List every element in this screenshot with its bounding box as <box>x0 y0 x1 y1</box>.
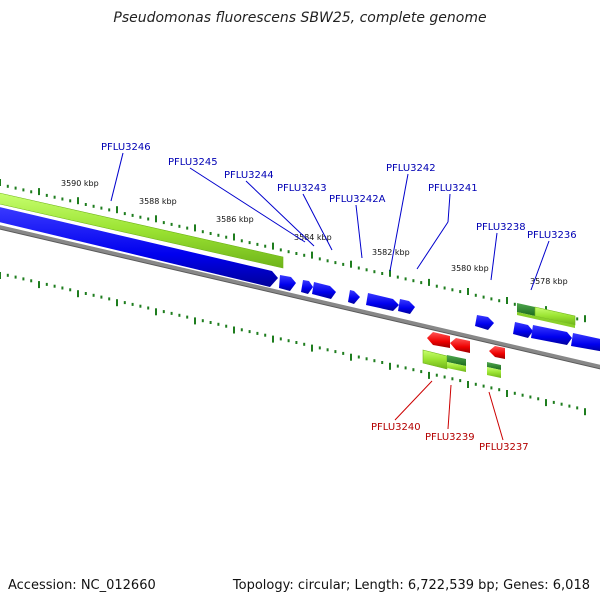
gene-label-pflu3242a[interactable]: PFLU3242A <box>329 194 386 205</box>
accession-text: Accession: NC_012660 <box>8 578 156 593</box>
gene-label-pflu3242[interactable]: PFLU3242 <box>386 163 436 174</box>
gene-arrow-pflu3237b[interactable] <box>513 322 533 338</box>
gene-arrow-pflu3242[interactable] <box>366 293 399 311</box>
kbp-label-3586: 3586 kbp <box>216 215 254 224</box>
gene-label-pflu3245[interactable]: PFLU3245 <box>168 157 218 168</box>
gene-arrow-pflu3246[interactable] <box>0 206 278 287</box>
gene-arrow-pflu3243[interactable] <box>312 282 336 299</box>
kbp-label-3590: 3590 kbp <box>61 179 99 188</box>
feature-bar-pflu3237-dark <box>487 362 501 370</box>
feature-bar-pflu3240 <box>422 349 448 370</box>
kbp-label-3582: 3582 kbp <box>372 248 410 257</box>
gene-label-pflu3239[interactable]: PFLU3239 <box>425 432 475 443</box>
kbp-label-3588: 3588 kbp <box>139 197 177 206</box>
gene-label-pflu3246[interactable]: PFLU3246 <box>101 142 151 153</box>
feature-bar-pflu3237 <box>487 367 501 378</box>
kbp-label-3578: 3578 kbp <box>530 277 568 286</box>
gene-arrow-pflu3240[interactable] <box>427 332 450 348</box>
feature-bar-pflu3246 <box>0 192 284 269</box>
gene-arrow-pflu3236[interactable] <box>531 325 572 345</box>
gene-label-pflu3240[interactable]: PFLU3240 <box>371 422 421 433</box>
genome-summary-text: Topology: circular; Length: 6,722,539 bp… <box>232 578 590 593</box>
feature-bar-pflu3236-dark <box>517 303 535 316</box>
reverse-leader-lines <box>394 380 504 441</box>
kbp-label-3584: 3584 kbp <box>294 233 332 242</box>
gene-label-pflu3244[interactable]: PFLU3244 <box>224 170 274 181</box>
gene-arrow-pflu3244[interactable] <box>301 280 313 294</box>
gene-arrow-next[interactable] <box>571 333 600 352</box>
feature-bar-pflu3239 <box>447 362 466 372</box>
kbp-label-3580: 3580 kbp <box>451 264 489 273</box>
genome-title: Pseudomonas fluorescens SBW25, complete … <box>113 10 487 26</box>
gene-label-pflu3243[interactable]: PFLU3243 <box>277 183 327 194</box>
gene-label-pflu3236[interactable]: PFLU3236 <box>527 230 577 241</box>
forward-gene-labels: PFLU3246 PFLU3245 PFLU3244 PFLU3243 PFLU… <box>101 142 577 241</box>
gene-arrow-pflu3238[interactable] <box>475 315 494 330</box>
scale-labels: 3590 kbp 3588 kbp 3586 kbp 3584 kbp 3582… <box>61 179 568 286</box>
gene-arrow-pflu3241[interactable] <box>398 299 415 314</box>
forward-leader-lines <box>110 152 550 291</box>
gene-label-pflu3241[interactable]: PFLU3241 <box>428 183 478 194</box>
genome-backbone <box>0 225 600 369</box>
gene-label-pflu3238[interactable]: PFLU3238 <box>476 222 526 233</box>
gene-arrow-pflu3237[interactable] <box>489 346 505 359</box>
gene-arrow-pflu3245[interactable] <box>279 275 296 291</box>
feature-bar-pflu3239-dark <box>447 355 466 366</box>
reverse-gene-labels: PFLU3240 PFLU3239 PFLU3237 <box>371 422 529 453</box>
gene-label-pflu3237[interactable]: PFLU3237 <box>479 442 529 453</box>
gene-arrow-pflu3239[interactable] <box>450 338 470 353</box>
gene-arrow-pflu3242a[interactable] <box>348 290 360 304</box>
